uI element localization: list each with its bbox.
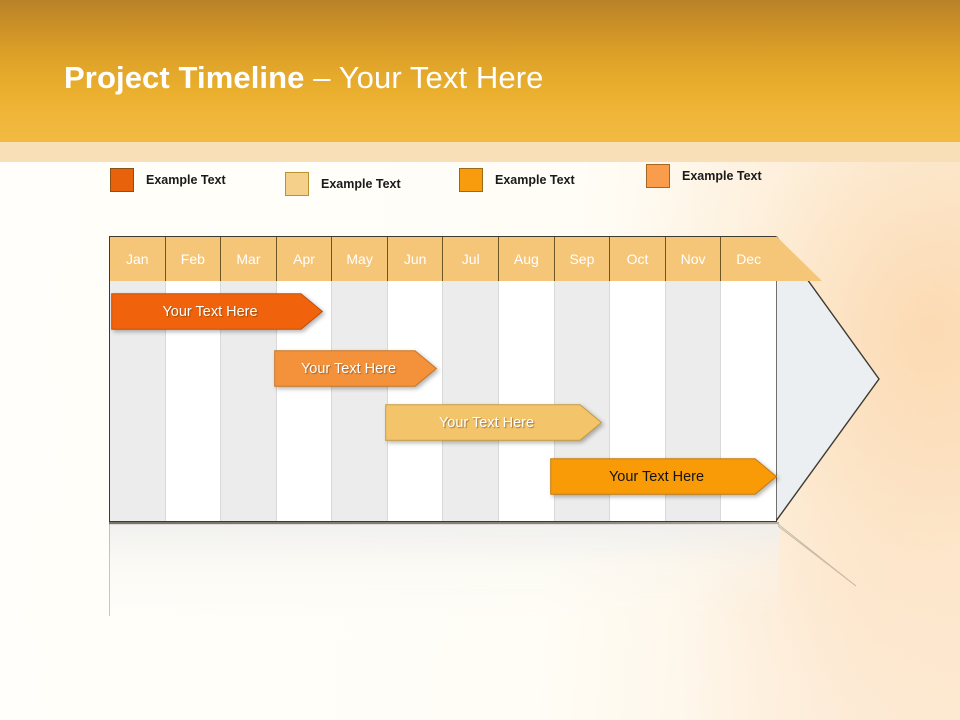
timeline-bar-chevron-shape [385, 404, 602, 441]
legend-swatch-icon [285, 172, 309, 196]
legend-item-label: Example Text [146, 173, 226, 187]
timeline-reflection [109, 524, 779, 616]
legend-item-label: Example Text [495, 173, 575, 187]
legend-swatch-icon [646, 164, 670, 188]
timeline-bar-2[interactable]: Your Text Here [274, 350, 437, 387]
timeline-bar-3[interactable]: Your Text Here [385, 404, 602, 441]
month-header-jun[interactable]: Jun [388, 237, 444, 281]
timeline-column-apr [277, 281, 333, 521]
timeline-bar-1[interactable]: Your Text Here [111, 293, 323, 330]
legend-item-1[interactable]: Example Text [110, 168, 226, 192]
timeline-bar-label: Your Text Here [162, 303, 258, 320]
month-header-jan[interactable]: Jan [110, 237, 166, 281]
timeline-reflection-edge [109, 522, 779, 525]
legend-swatch-icon [110, 168, 134, 192]
timeline-column-oct [610, 281, 666, 521]
month-header-nov[interactable]: Nov [666, 237, 722, 281]
legend-item-label: Example Text [321, 177, 401, 191]
month-header-mar[interactable]: Mar [221, 237, 277, 281]
month-header-may[interactable]: May [332, 237, 388, 281]
timeline-bar-label: Your Text Here [608, 468, 705, 485]
month-header-oct[interactable]: Oct [610, 237, 666, 281]
timeline-column-jul [443, 281, 500, 521]
month-header-sep[interactable]: Sep [555, 237, 611, 281]
timeline-arrowhead-header-wedge [776, 236, 826, 282]
legend-item-4[interactable]: Example Text [646, 164, 762, 188]
month-header-apr[interactable]: Apr [277, 237, 333, 281]
timeline-arrowhead [776, 236, 882, 522]
legend-swatch-icon [459, 168, 483, 192]
legend-item-2[interactable]: Example Text [285, 172, 401, 196]
slide-header-bar [0, 0, 960, 142]
timeline-bar-chevron-shape [111, 293, 323, 330]
timeline-column-aug [499, 281, 555, 521]
legend-item-label: Example Text [682, 169, 762, 183]
timeline-column-jun [388, 281, 444, 521]
month-header-jul[interactable]: Jul [443, 237, 500, 281]
page-title-rest: – Your Text Here [304, 60, 544, 95]
timeline-bar-label: Your Text Here [300, 360, 397, 377]
header-accent-band [0, 142, 960, 162]
timeline-column-may [332, 281, 388, 521]
page-title-strong: Project Timeline [64, 60, 305, 95]
timeline-reflection-arrowhead [777, 522, 868, 594]
month-header-feb[interactable]: Feb [166, 237, 222, 281]
page-title: Project Timeline – Your Text Here [64, 60, 543, 96]
legend-item-3[interactable]: Example Text [459, 168, 575, 192]
timeline-bar-label: Your Text Here [438, 414, 535, 431]
timeline-column-feb [166, 281, 222, 521]
month-header-aug[interactable]: Aug [499, 237, 555, 281]
timeline-bar-chevron-shape [550, 458, 777, 495]
timeline-bar-4[interactable]: Your Text Here [550, 458, 777, 495]
timeline-bar-chevron-shape [274, 350, 437, 387]
month-header-dec[interactable]: Dec [736, 251, 762, 267]
